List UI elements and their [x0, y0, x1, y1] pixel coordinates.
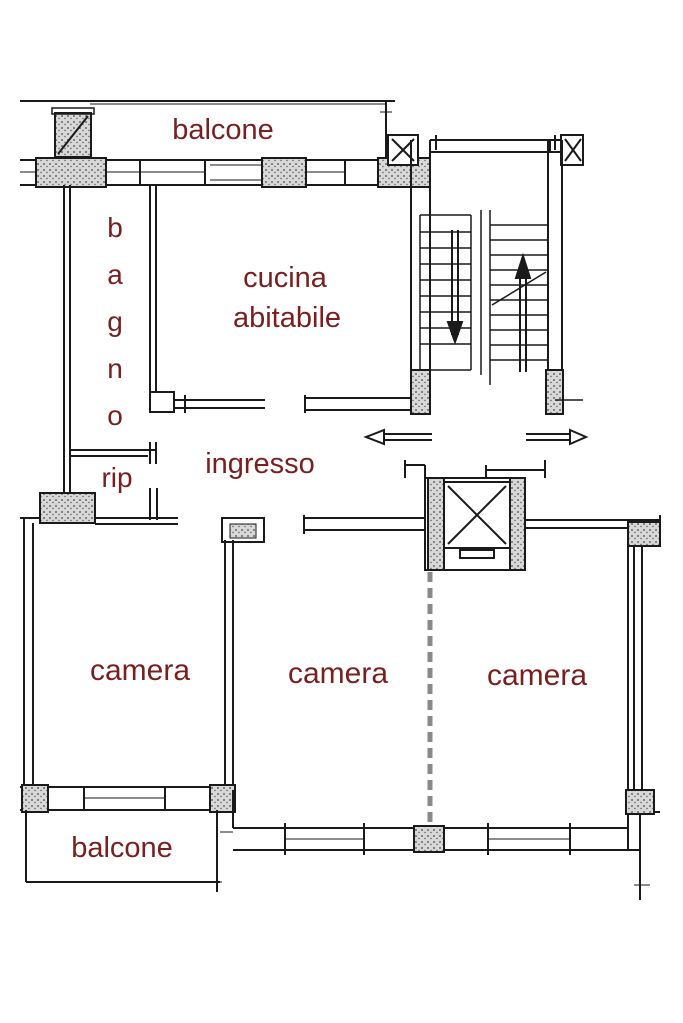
bedroom-left-walls — [23, 518, 234, 805]
arrow-right-icon — [526, 428, 589, 446]
top-wall-pier-left — [35, 157, 107, 188]
bathroom-walls — [63, 185, 157, 495]
label-abitabile: abitabile — [233, 302, 341, 334]
bottom-left-wall — [20, 786, 235, 811]
label-bagno-letter: b — [107, 212, 123, 243]
top-wall-pier-mid — [261, 157, 307, 188]
stairwell-walls — [410, 135, 563, 410]
stair-pillar-right-bottom — [545, 369, 564, 415]
label-camera-left: camera — [90, 654, 190, 687]
bottom-center-pier — [413, 825, 445, 853]
corridor-pillar-left — [39, 492, 96, 524]
right-wall-pier-top — [627, 521, 661, 547]
bottom-left-pier-1 — [21, 784, 49, 813]
arrow-left-icon — [363, 428, 432, 446]
balcony-top-outline — [20, 100, 395, 160]
label-bagno-letter: g — [107, 306, 123, 337]
stairwell-box-top — [387, 134, 584, 166]
label-bagno-letter: n — [107, 353, 123, 384]
stair-pillar-left-bottom — [410, 369, 431, 415]
label-ingresso: ingresso — [205, 448, 315, 480]
balcony-bottom-outline — [25, 810, 222, 892]
bottom-right-pier — [625, 789, 655, 815]
elevator-shaft — [404, 460, 546, 571]
corridor-lower-wall — [20, 488, 661, 543]
label-bagno-letter: o — [107, 400, 123, 431]
label-balcone-bottom: balcone — [71, 832, 173, 864]
bottom-left-pier-2 — [209, 784, 236, 813]
label-cucina: cucina — [243, 262, 328, 294]
label-rip: rip — [101, 462, 132, 493]
bedroom-right-walls — [627, 525, 643, 792]
stair-flight-left — [419, 214, 472, 371]
top-left-pillar — [51, 107, 95, 158]
label-balcone-top: balcone — [172, 114, 274, 146]
elevator-cross-icon — [447, 485, 507, 559]
label-camera-center: camera — [288, 657, 388, 690]
arrow-up-icon — [514, 252, 532, 372]
stair-flight-right — [480, 210, 548, 385]
label-camera-right: camera — [487, 659, 587, 692]
kitchen-lower-wall — [149, 391, 411, 413]
label-bagno-letter: a — [107, 259, 123, 290]
arrow-down-icon — [446, 230, 464, 346]
